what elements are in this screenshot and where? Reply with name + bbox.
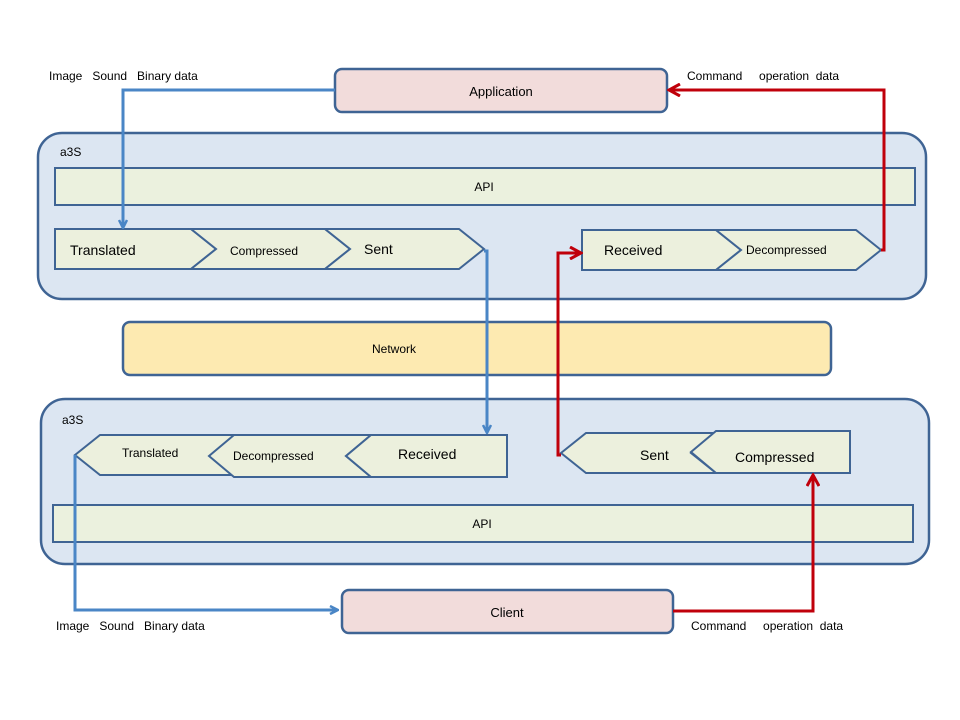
- blue-arrow-application-to-translated: [123, 88, 335, 227]
- top-a3s-panel: [36, 131, 928, 301]
- blue-arrow-sent-to-received: [484, 249, 487, 432]
- client-label: Client: [490, 605, 524, 620]
- bottom-right-data-label: Command operation data: [691, 619, 843, 633]
- bottom-decompressed-label: Decompressed: [233, 449, 314, 463]
- bottom-chevron-received: [344, 434, 508, 478]
- bottom-api-bar: [52, 504, 914, 543]
- top-right-data-label: Command operation data: [687, 69, 839, 83]
- top-chevron-decompressed: [713, 229, 883, 271]
- bottom-compressed-label: Compressed: [735, 449, 814, 465]
- bottom-sent-label: Sent: [640, 447, 669, 463]
- application-label: Application: [469, 84, 533, 99]
- bottom-translated-label: Translated: [122, 446, 178, 460]
- bottom-left-data-label: Image Sound Binary data: [56, 619, 205, 633]
- bottom-chevron-compressed: [689, 430, 851, 474]
- red-arrow-sent-to-received: [556, 253, 580, 457]
- bottom-api-label: API: [472, 517, 491, 531]
- top-received-label: Received: [604, 242, 662, 258]
- top-compressed-label: Compressed: [230, 244, 298, 258]
- top-left-data-label: Image Sound Binary data: [49, 69, 198, 83]
- top-api-bar: [54, 167, 916, 206]
- red-arrow-client-to-compressed: [673, 476, 813, 613]
- top-sent-label: Sent: [364, 241, 393, 257]
- top-decompressed-label: Decompressed: [746, 243, 827, 257]
- bottom-received-label: Received: [398, 446, 456, 462]
- top-api-label: API: [474, 180, 493, 194]
- top-a3s-label: a3S: [60, 145, 81, 159]
- network-label: Network: [372, 342, 417, 356]
- blue-arrow-translated-to-client: [73, 455, 337, 610]
- network-box: [121, 320, 833, 377]
- red-arrow-decompressed-to-application: [670, 90, 886, 252]
- bottom-a3s-label: a3S: [62, 413, 83, 427]
- top-translated-label: Translated: [70, 242, 136, 258]
- top-chevron-sent: [322, 228, 486, 270]
